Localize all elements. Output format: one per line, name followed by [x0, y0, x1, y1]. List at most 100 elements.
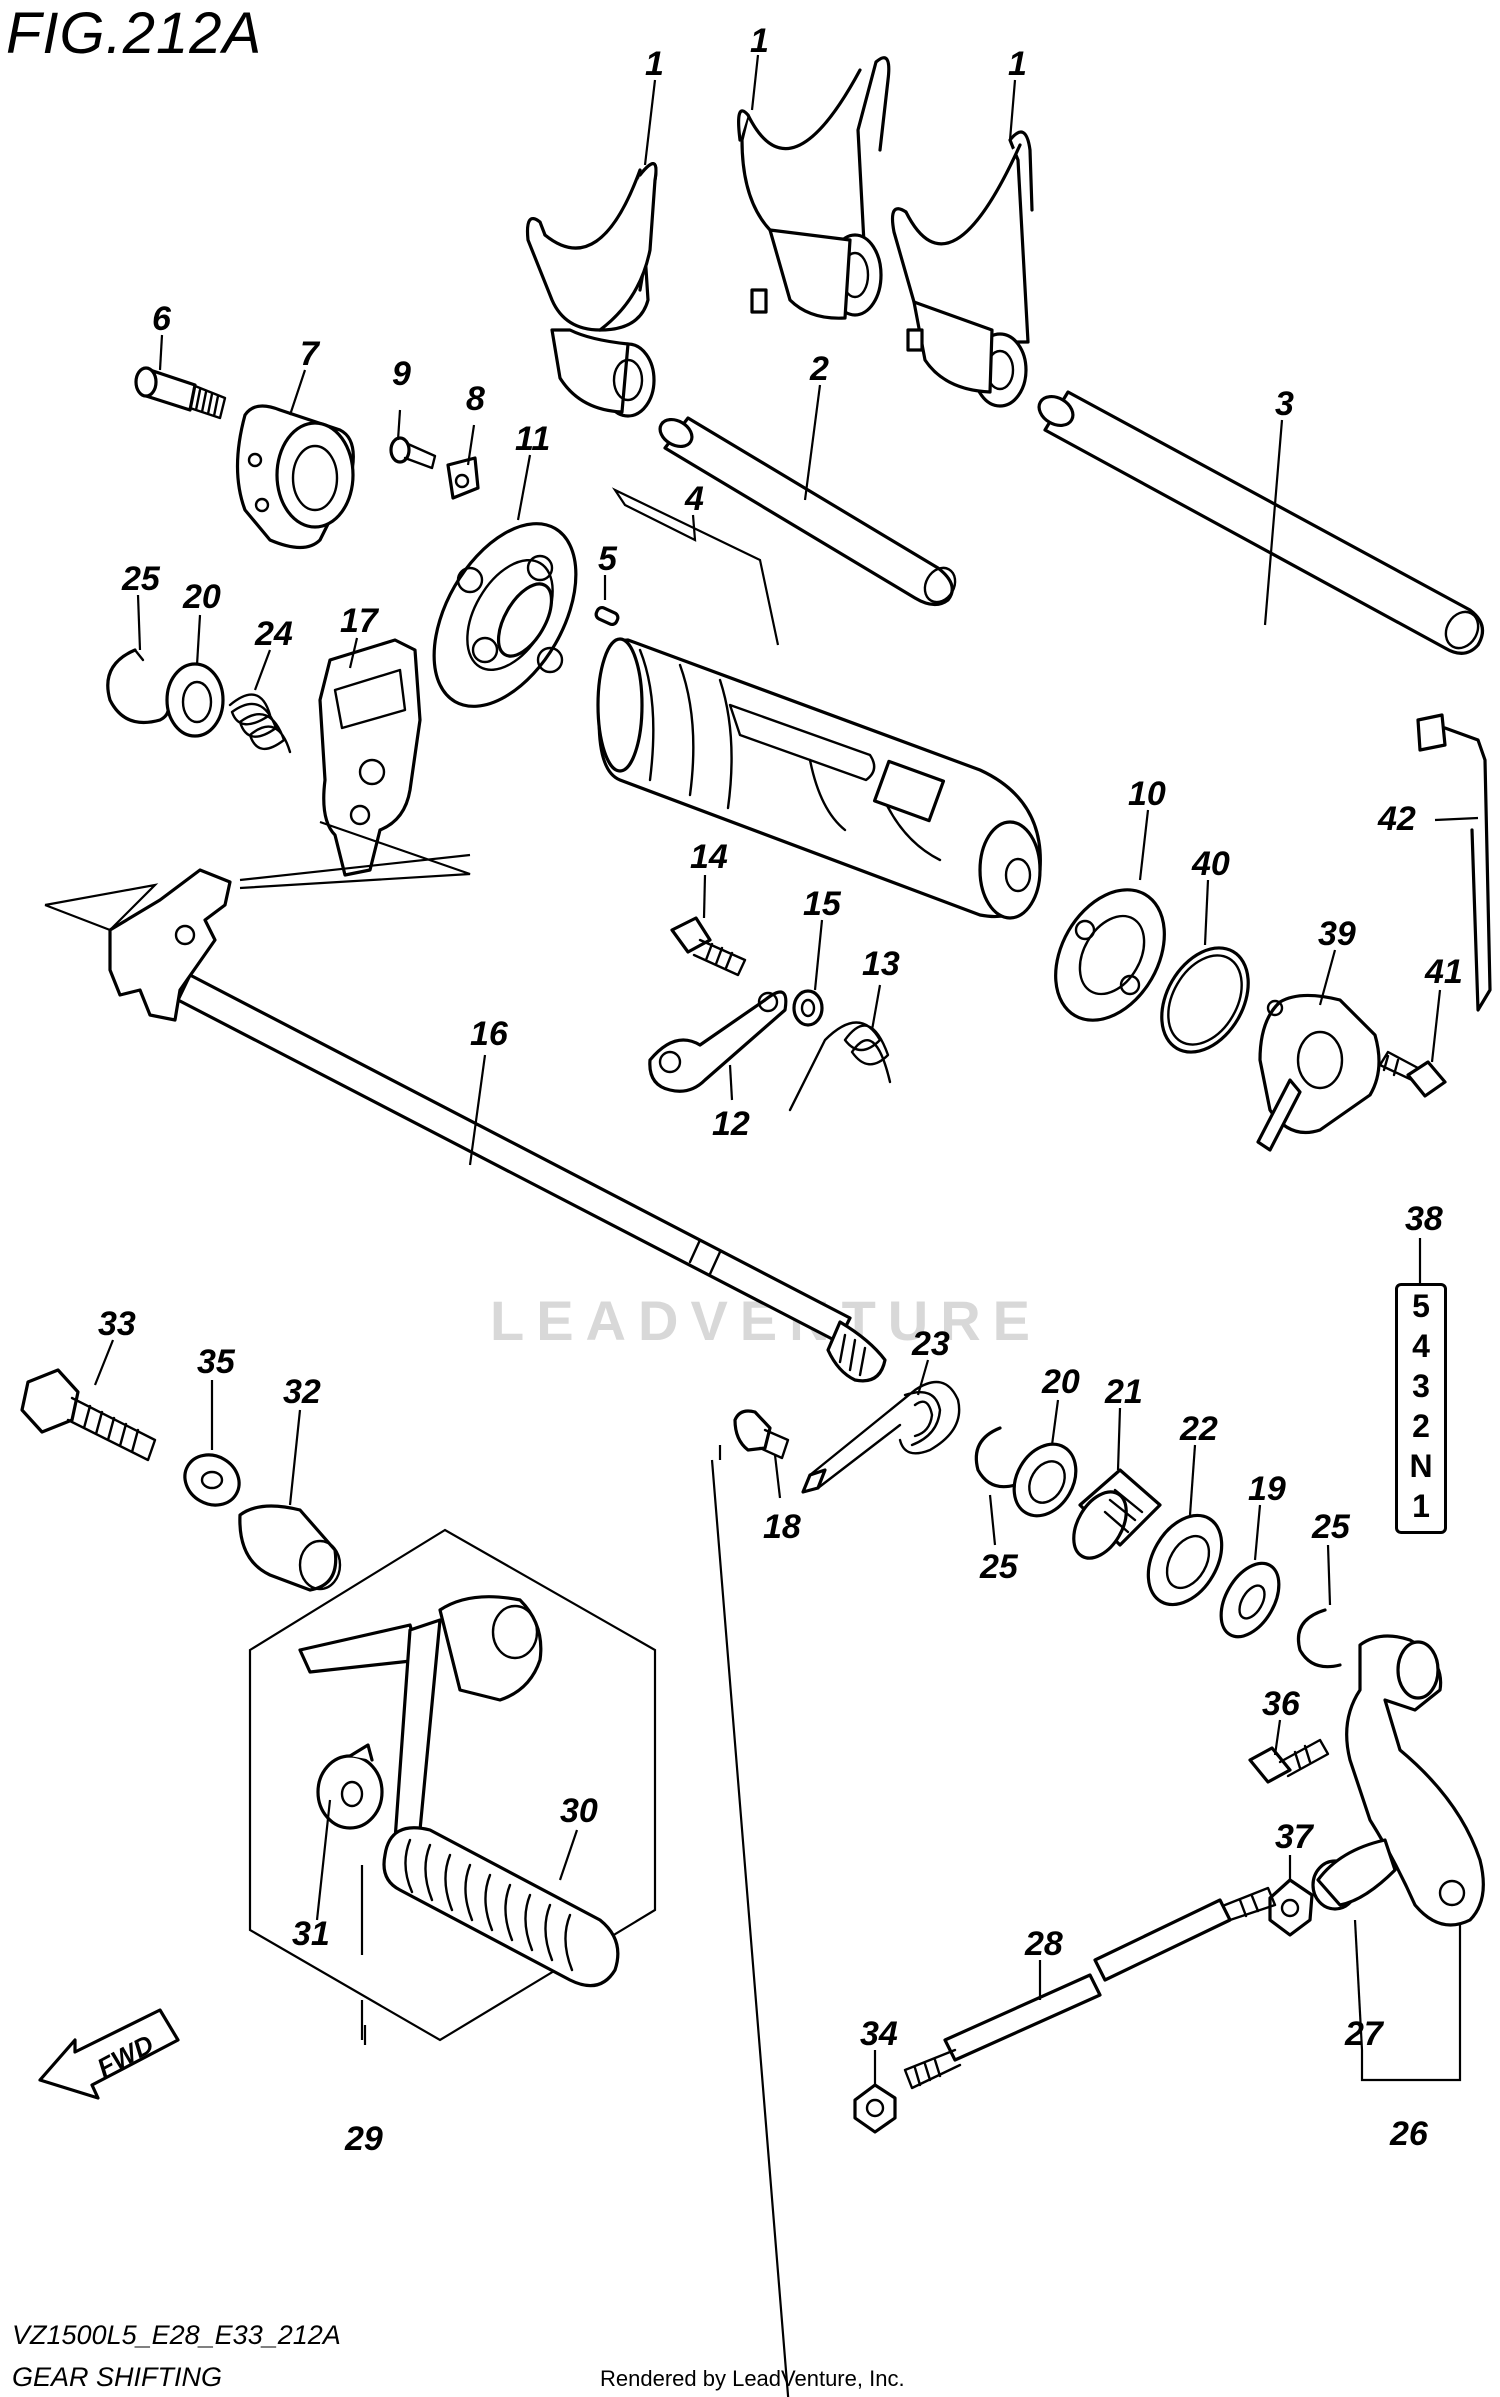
callout-41: 41 [1424, 953, 1463, 991]
callout-23: 23 [911, 1325, 950, 1363]
callout-9: 9 [392, 355, 411, 393]
callout-7: 7 [300, 335, 321, 373]
cam-driven-gear[interactable] [235, 404, 355, 550]
bearing-large[interactable] [405, 499, 605, 730]
oil-seal[interactable] [1133, 1502, 1236, 1617]
callout-24: 24 [254, 615, 293, 653]
callout-29: 29 [344, 2120, 383, 2158]
callout-12: 12 [712, 1105, 750, 1143]
callout-21: 21 [1104, 1373, 1143, 1411]
callout-25b: 25 [979, 1548, 1019, 1586]
callout-26: 26 [1389, 2115, 1429, 2153]
stopper-arm[interactable] [648, 990, 788, 1093]
callout-30: 30 [560, 1792, 598, 1830]
needle-bearing[interactable] [1063, 1468, 1162, 1567]
callout-20b: 20 [1041, 1363, 1080, 1401]
callout-27: 27 [1344, 2015, 1385, 2053]
model-code: VZ1500L5_E28_E33_212A [12, 2320, 341, 2350]
callout-16: 16 [470, 1015, 509, 1053]
lock-nut-upper[interactable] [1268, 1878, 1314, 1937]
washer-bolt[interactable] [176, 1445, 248, 1515]
callout-1b: 1 [750, 22, 769, 60]
callout-37: 37 [1275, 1818, 1315, 1856]
callout-14: 14 [690, 838, 728, 876]
callout-20a: 20 [182, 578, 221, 616]
pin-bolt[interactable] [134, 366, 227, 420]
shift-fork-right[interactable] [890, 130, 1034, 408]
callout-42: 42 [1377, 800, 1416, 838]
gear-position-switch[interactable] [1256, 993, 1381, 1152]
leader-lines [93, 54, 1479, 2085]
render-credit: Rendered by LeadVenture, Inc. [600, 2366, 905, 2391]
shift-fork-left[interactable] [525, 162, 658, 418]
gearshift-arm[interactable] [1345, 1634, 1485, 1927]
stopper-return-spring[interactable] [788, 1021, 892, 1112]
lock-nut-lower[interactable] [853, 2083, 897, 2134]
stopper-plate[interactable] [239, 638, 471, 890]
callout-35: 35 [197, 1343, 236, 1381]
callout-13: 13 [862, 945, 900, 983]
figure-title: FIG.212A [6, 1, 263, 66]
callout-11: 11 [515, 420, 550, 458]
fork-shaft-long[interactable] [1034, 390, 1485, 655]
stopper-spring[interactable] [228, 693, 292, 754]
callout-3: 3 [1275, 385, 1294, 423]
circlip-left[interactable] [106, 648, 170, 725]
washer-middle[interactable] [1002, 1433, 1088, 1527]
callout-32: 32 [283, 1373, 321, 1411]
callout-8: 8 [466, 380, 485, 418]
arm-bolt[interactable] [1248, 1738, 1330, 1784]
callout-10: 10 [1128, 775, 1166, 813]
callout-25c: 25 [1311, 1508, 1351, 1546]
callout-25a: 25 [121, 560, 161, 598]
callout-36: 36 [1262, 1685, 1301, 1723]
gearshift-cam-drum[interactable] [596, 637, 1042, 920]
ball-joint[interactable] [1311, 1838, 1397, 1911]
footpeg-rubber[interactable] [382, 1826, 620, 1988]
cam-pin[interactable] [594, 605, 620, 627]
gear-indicator-5: 5 [1412, 1288, 1430, 1324]
callout-18: 18 [763, 1508, 801, 1546]
gear-indicator-1: 1 [1412, 1488, 1430, 1524]
washer-plate[interactable] [446, 456, 480, 500]
stopper-washer[interactable] [792, 989, 824, 1027]
callout-19: 19 [1248, 1470, 1286, 1508]
screw[interactable] [389, 436, 437, 470]
section-title: GEAR SHIFTING [12, 2362, 223, 2392]
wire-lead[interactable] [1416, 713, 1492, 1012]
washer-left[interactable] [165, 662, 225, 738]
collar[interactable] [238, 1504, 342, 1592]
circlip-middle[interactable] [974, 1426, 1017, 1489]
fork-shaft-short[interactable] [655, 414, 961, 607]
gear-indicator-2: 2 [1412, 1408, 1430, 1444]
gear-indicator: 5 4 3 2 N 1 [1395, 1283, 1447, 1534]
gear-indicator-n: N [1409, 1448, 1433, 1484]
callout-31: 31 [292, 1915, 330, 1953]
callout-5: 5 [598, 540, 618, 578]
stud-bolt[interactable] [733, 1409, 790, 1460]
o-ring[interactable] [1144, 933, 1266, 1068]
washer-right[interactable] [1209, 1553, 1291, 1646]
tie-rod[interactable] [903, 1886, 1277, 2090]
gearshift-shaft[interactable] [44, 853, 887, 1383]
callout-2: 2 [809, 350, 829, 388]
switch-bolt[interactable] [1378, 1050, 1447, 1098]
callout-6: 6 [152, 300, 172, 338]
shift-fork-middle[interactable] [737, 56, 891, 320]
circlip-right[interactable] [1296, 1608, 1342, 1669]
callout-40: 40 [1191, 845, 1230, 883]
shift-return-spring[interactable] [801, 1380, 961, 1494]
callout-1c: 1 [1008, 45, 1027, 83]
bolt-large[interactable] [20, 1368, 157, 1462]
lever-pivot-bolt[interactable] [316, 1743, 384, 1830]
callout-28: 28 [1024, 1925, 1063, 1963]
stopper-bolt[interactable] [670, 916, 747, 977]
gear-indicator-4: 4 [1412, 1328, 1430, 1364]
callout-38: 38 [1405, 1200, 1443, 1238]
gearshift-lever-assembly[interactable] [248, 1528, 657, 2042]
callout-17: 17 [340, 602, 380, 640]
callout-33: 33 [98, 1305, 136, 1343]
bearing-small[interactable] [1033, 870, 1186, 1039]
callout-labels: 1 1 1 2 3 4 5 6 7 8 9 10 11 12 13 14 15 … [98, 22, 1463, 2158]
